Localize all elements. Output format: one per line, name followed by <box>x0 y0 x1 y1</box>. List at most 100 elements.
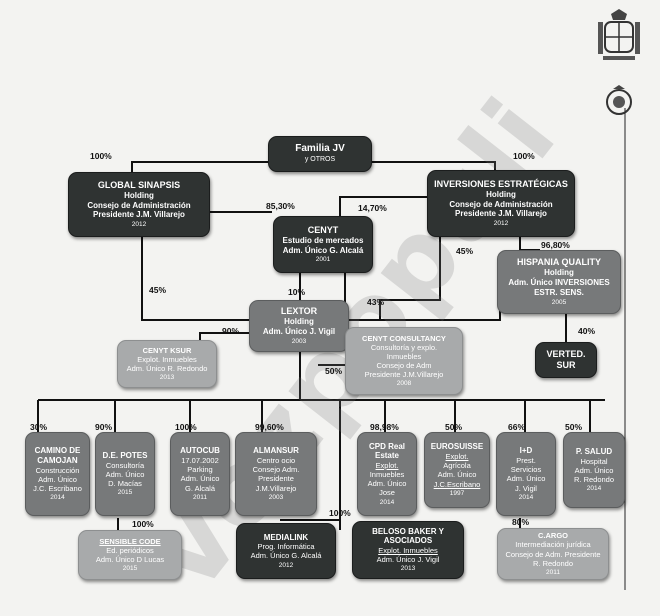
euro-name: EUROSUISSE <box>430 442 484 452</box>
hispania-admin-2: ESTR. SENS. <box>534 287 584 297</box>
camino-year: 2014 <box>50 494 65 501</box>
beloso-year: 2013 <box>400 565 416 573</box>
police-badge-icon <box>606 85 632 115</box>
pct-hispania: 96,80% <box>541 240 570 250</box>
cons-president: Presidente J.M.Villarejo <box>364 370 444 380</box>
cenyt-ksur-box: CENYT KSUR Explot. Inmuebles Adm. Único … <box>117 340 217 388</box>
medialink-activity: Prog. Informática <box>257 542 315 552</box>
autocub-year: 2011 <box>193 493 207 501</box>
sensible-year: 2015 <box>122 565 138 573</box>
psalud-activity: Hospital <box>580 456 608 466</box>
pct-eurosuisse: 50% <box>445 422 463 432</box>
verted-name: VERTED. <box>546 349 586 360</box>
cpd-name: CPD Real <box>368 441 405 451</box>
gs-president: Presidente J.M. Villarejo <box>93 210 185 220</box>
gs-year: 2012 <box>131 221 147 229</box>
pct-cenyt-to-lextor: 10% <box>288 287 306 297</box>
beloso-baker-box: BELOSO BAKER Y ASOCIADOS Explot. Inmuebl… <box>352 521 464 579</box>
almansur-name: ALMANSUR <box>253 446 299 456</box>
gs-name: GLOBAL SINAPSIS <box>97 179 181 190</box>
imasd-year: 2014 <box>518 493 534 501</box>
imasd-admin-2: J. Vigil <box>515 483 537 493</box>
pct-almansur: 99,60% <box>255 422 284 432</box>
familia-jv-title: Familia JV <box>295 143 345 155</box>
cargo-board: Consejo de Adm. Presidente <box>505 549 601 559</box>
autocub-activity: Parking <box>187 465 213 475</box>
camino-admin: Adm. Único <box>38 474 77 484</box>
cargo-board-2: R. Redondo <box>532 558 574 568</box>
global-sinapsis-box: GLOBAL SINAPSIS Holding Consejo de Admin… <box>68 172 210 237</box>
psalud-admin: Adm. Único <box>574 465 614 475</box>
pct-lextor-consultancy: 50% <box>325 366 343 376</box>
cargo-year: 2011 <box>546 568 560 576</box>
euro-activity-2: Agrícola <box>443 461 471 471</box>
potes-year: 2015 <box>117 489 133 497</box>
gs-type: Holding <box>124 190 154 200</box>
cons-activity: Consultoría y explo. <box>370 342 438 352</box>
pct-inv-to-lextor: 45% <box>456 246 474 256</box>
pct-inversiones: 100% <box>513 151 535 161</box>
imasd-admin: Adm. Único <box>506 474 546 484</box>
cons-activity-2: Inmuebles <box>386 351 422 361</box>
almansur-board: Consejo Adm. <box>252 465 300 475</box>
cenyt-activity: Estudio de mercados <box>282 235 364 245</box>
cenyt-admin: Adm. Único G. Alcalá <box>282 245 364 255</box>
cpd-year: 2014 <box>379 498 395 506</box>
camino-admin-2: J.C. Escribano <box>33 483 82 493</box>
cargo-box: C.ARGO Intermediación jurídica Consejo d… <box>497 528 609 580</box>
pct-sensible: 100% <box>132 519 154 529</box>
potes-admin: Adm. Único <box>105 469 145 479</box>
inv-president: Presidente J.M. Villarejo <box>455 209 547 219</box>
autocub-admin-2: G. Alcalá <box>184 483 215 493</box>
gs-board: Consejo de Administración <box>87 200 191 210</box>
medialink-year: 2012 <box>278 561 294 569</box>
medialink-box: MEDIALINK Prog. Informática Adm. Único G… <box>236 523 336 579</box>
cenyt-consultancy-box: CENYT CONSULTANCY Consultoría y explo. I… <box>345 327 463 395</box>
pct-verted: 40% <box>578 326 596 336</box>
pct-cenyt-from-inv: 14,70% <box>358 203 387 213</box>
pct-beloso: 100% <box>329 508 351 518</box>
beloso-admin: Adm. Único J. Vigil <box>376 555 440 565</box>
almansur-president: Presidente <box>258 474 294 484</box>
familia-jv-subtitle: y OTROS <box>304 156 336 164</box>
inv-name: INVERSIONES ESTRATÉGICAS <box>434 178 568 189</box>
lextor-name: LEXTOR <box>280 306 318 317</box>
pct-autocub: 100% <box>175 422 197 432</box>
ksur-admin: Adm. Único R. Redondo <box>126 364 208 374</box>
pct-global-sinapsis: 100% <box>90 151 112 161</box>
cenyt-box: CENYT Estudio de mercados Adm. Único G. … <box>273 216 373 273</box>
almansur-activity: Centro ocio <box>256 456 296 466</box>
pct-gs-to-lextor: 45% <box>149 285 167 295</box>
ksur-name: CENYT KSUR <box>142 345 192 355</box>
euro-year: 1997 <box>449 489 465 497</box>
imasd-box: I+D Prest. Servicios Adm. Único J. Vigil… <box>496 432 556 516</box>
lextor-type: Holding <box>284 317 314 327</box>
autocub-admin: Adm. Único <box>180 474 220 484</box>
sensible-admin: Adm. Único D Lucas <box>95 555 165 565</box>
euro-activity: Explot. <box>445 452 469 462</box>
pct-consultancy: 43% <box>367 297 385 307</box>
autocub-date: 17.07.2002 <box>181 456 219 466</box>
cpd-activity: Explot. <box>375 461 399 470</box>
camino-name-2: CAMOJAN <box>37 455 78 465</box>
lextor-year: 2003 <box>291 337 307 345</box>
cpd-activity-2: Inmuebles <box>369 470 405 480</box>
cpd-admin: Adm. Único <box>367 479 407 489</box>
cpd-box: CPD Real Estate Explot. Inmuebles Adm. Ú… <box>357 432 417 516</box>
inv-type: Holding <box>486 189 516 199</box>
pct-camino: 30% <box>30 422 48 432</box>
autocub-box: AUTOCUB 17.07.2002 Parking Adm. Único G.… <box>170 432 230 516</box>
imasd-activity-2: Servicios <box>510 465 542 475</box>
beloso-activity: Explot. Inmuebles <box>378 546 438 556</box>
medialink-name: MEDIALINK <box>263 532 309 542</box>
potes-activity: Consultoría <box>105 460 145 470</box>
almansur-year: 2003 <box>268 493 284 501</box>
ksur-year: 2013 <box>159 374 175 382</box>
cpd-admin-2: Jose <box>379 488 395 498</box>
ksur-activity: Explot. Inmuebles <box>137 354 197 364</box>
almansur-president-2: J.M.Villarejo <box>255 483 297 493</box>
lextor-admin: Adm. Único J. Vigil <box>262 327 336 337</box>
cenyt-name: CENYT <box>307 224 339 235</box>
euro-admin: Adm. Único <box>437 470 477 480</box>
